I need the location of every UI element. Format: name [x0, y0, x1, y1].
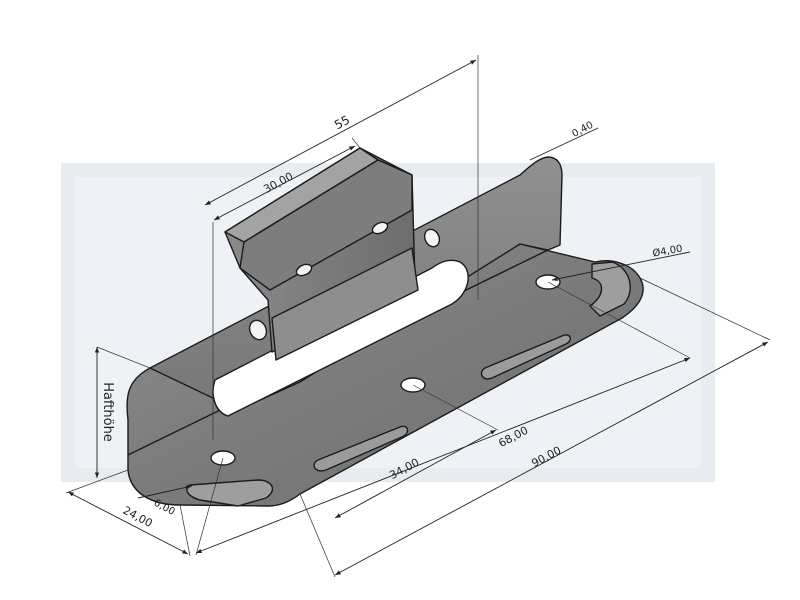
clip-hole-left	[295, 263, 313, 277]
dim-hafthoehe-text: Hafthöhe	[100, 382, 115, 442]
dim-dia-text: Ø4,00	[652, 243, 684, 260]
dim-30-line	[213, 145, 356, 221]
end-tab-right	[589, 261, 631, 317]
clip-lip	[271, 247, 419, 361]
dim-dia-line	[551, 251, 691, 282]
dim-24-text: 24,00	[121, 504, 155, 530]
wall-hole-right	[423, 228, 441, 248]
dim-24-line	[67, 491, 189, 555]
dim-34-line	[334, 429, 497, 519]
dim-6-line	[137, 485, 193, 499]
wall-hole-left	[248, 319, 268, 341]
clip-hole-right	[371, 221, 389, 235]
dim-040-line	[529, 127, 599, 161]
dim-55-text: 55	[332, 113, 352, 133]
dim-040-text: 0,40	[570, 120, 595, 140]
